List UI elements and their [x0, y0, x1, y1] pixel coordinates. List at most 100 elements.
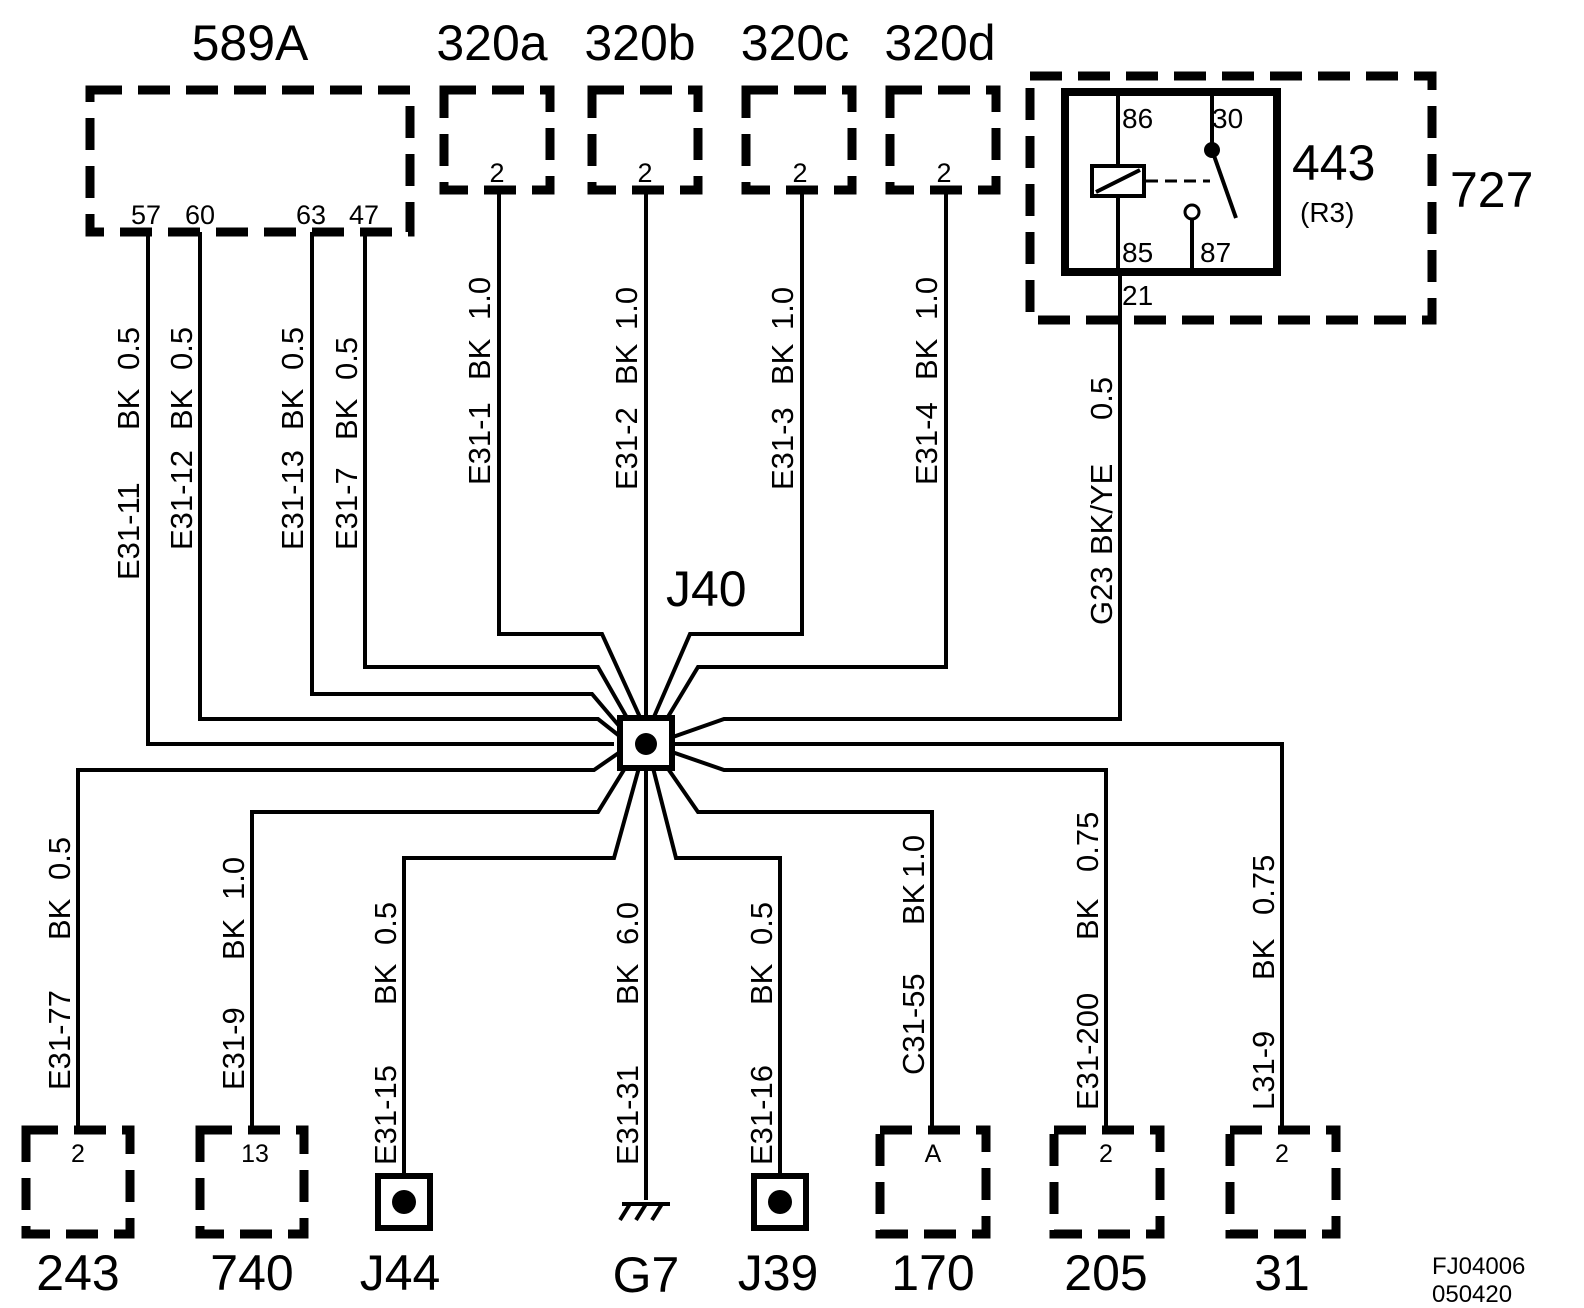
connector-J44-label: J44	[360, 1245, 441, 1301]
wire-color: BK	[462, 338, 497, 380]
component-31: 2 31	[1225, 1125, 1341, 1301]
wire-E31-1: E31-1 BK 1.0	[462, 277, 497, 485]
wire-circuit: E31-16	[744, 1065, 779, 1165]
wire-color: BK	[1070, 898, 1105, 940]
component-205-pin: 2	[1099, 1140, 1113, 1168]
connector-J44: J44	[360, 1173, 441, 1301]
wire-circuit: E31-13	[275, 450, 310, 550]
wire-color: BK	[368, 963, 403, 1005]
wire-size: 0.5	[329, 337, 364, 380]
wire-G23: G23 BK/YE 0.5	[1084, 377, 1119, 625]
pin-47-label: 47	[349, 200, 379, 230]
component-740-pin: 13	[241, 1140, 269, 1168]
ground-G7: G7	[613, 1202, 680, 1303]
component-243-label: 243	[36, 1245, 119, 1301]
wire-size: 0.5	[42, 837, 77, 880]
relay-module-727: 727 443 (R3) 86 30 85 87 21	[1025, 71, 1533, 325]
relay-sub-label: (R3)	[1300, 197, 1354, 228]
wire-color: BK	[1246, 938, 1281, 980]
component-170-pin: A	[925, 1140, 942, 1168]
wire-color: BK	[42, 898, 77, 940]
wire-color: BK	[744, 963, 779, 1005]
component-320b-pin: 2	[637, 158, 652, 188]
relay-coil-icon	[1090, 96, 1210, 268]
wire-circuit: E31-4	[909, 402, 944, 485]
wire-E31-3: E31-3 BK 1.0	[765, 287, 800, 490]
wire-E31-9: E31-9 BK 1.0	[216, 857, 251, 1090]
splice-J40-label: J40	[666, 561, 747, 617]
wire-E31-13: E31-13 BK 0.5	[275, 327, 310, 550]
wire-E31-15: E31-15 BK 0.5	[368, 902, 403, 1165]
component-320d-label: 320d	[884, 15, 995, 71]
wire-L31-9: L31-9 BK 0.75	[1246, 855, 1281, 1110]
wire-size: 0.5	[275, 327, 310, 370]
wire-size: 0.5	[744, 902, 779, 945]
figure-code-line1: FJ04006	[1432, 1253, 1525, 1280]
wire-circuit: L31-9	[1246, 1031, 1281, 1110]
figure-code: FJ04006 050420	[1432, 1253, 1525, 1308]
relay-pin-86: 86	[1122, 103, 1153, 134]
component-320a-pin: 2	[489, 158, 504, 188]
component-740: 13 740	[195, 1125, 309, 1301]
ground-G7-label: G7	[613, 1247, 680, 1303]
pin-57-label: 57	[131, 200, 161, 230]
component-320a-label: 320a	[436, 15, 547, 71]
component-31-pin: 2	[1275, 1140, 1289, 1168]
wire-C31-55: C31-55 BK 1.0	[896, 835, 931, 1075]
wire-color: BK	[111, 388, 146, 430]
wire-color: BK	[164, 388, 199, 430]
wire-paths-bottom	[76, 742, 1284, 1200]
wire-circuit: E31-11	[111, 482, 146, 580]
component-320b: 320b 2	[584, 15, 703, 195]
wire-circuit: G23	[1084, 566, 1119, 625]
wire-color: BK	[610, 963, 645, 1005]
component-740-label: 740	[210, 1245, 293, 1301]
wire-E31-31: E31-31 BK 6.0	[610, 902, 645, 1165]
figure-code-line2: 050420	[1432, 1281, 1512, 1308]
wire-circuit: E31-31	[610, 1065, 645, 1165]
wire-color: BK/YE	[1084, 464, 1119, 555]
wire-size: 1.0	[609, 287, 644, 330]
wire-size: 0.5	[111, 327, 146, 370]
splice-J40: J40	[617, 561, 747, 771]
relay-label: 443	[1292, 135, 1375, 191]
wire-circuit: E31-12	[164, 450, 199, 550]
wire-size: 0.5	[164, 327, 199, 370]
pin-60-label: 60	[185, 200, 215, 230]
component-320c: 320c 2	[741, 15, 857, 195]
wire-size: 0.5	[368, 902, 403, 945]
component-589A-label: 589A	[192, 15, 309, 71]
relay-443-body	[1061, 88, 1281, 276]
wire-circuit: C31-55	[896, 973, 931, 1075]
component-320a: 320a 2	[436, 15, 555, 195]
wire-circuit: E31-15	[368, 1065, 403, 1165]
component-170-label: 170	[891, 1245, 974, 1301]
wire-E31-4: E31-4 BK 1.0	[909, 277, 944, 485]
component-320c-pin: 2	[792, 158, 807, 188]
component-205: 2 205	[1049, 1125, 1165, 1301]
wire-circuit: E31-77	[42, 990, 77, 1090]
connector-J39-label: J39	[738, 1245, 819, 1301]
wire-size: 1.0	[896, 835, 931, 878]
wire-color: BK	[765, 343, 800, 385]
relay-pin-85: 85	[1122, 237, 1153, 268]
wire-color: BK	[275, 388, 310, 430]
wire-circuit: E31-9	[216, 1007, 251, 1090]
wire-circuit: E31-2	[609, 407, 644, 490]
component-205-label: 205	[1064, 1245, 1147, 1301]
wire-size: 1.0	[909, 277, 944, 320]
wire-E31-16: E31-16 BK 0.5	[744, 902, 779, 1165]
wire-size: 6.0	[610, 902, 645, 945]
wire-size: 1.0	[765, 287, 800, 330]
wire-E31-7: E31-7 BK 0.5	[329, 337, 364, 550]
component-31-label: 31	[1254, 1245, 1310, 1301]
ground-icon	[618, 1202, 670, 1222]
wire-size: 0.5	[1084, 377, 1119, 420]
relay-pin-30: 30	[1212, 103, 1243, 134]
wire-color: BK	[216, 918, 251, 960]
pin-63-label: 63	[296, 200, 326, 230]
wire-circuit: E31-3	[765, 407, 800, 490]
wire-size: 1.0	[462, 277, 497, 320]
component-170: A 170	[875, 1125, 991, 1301]
